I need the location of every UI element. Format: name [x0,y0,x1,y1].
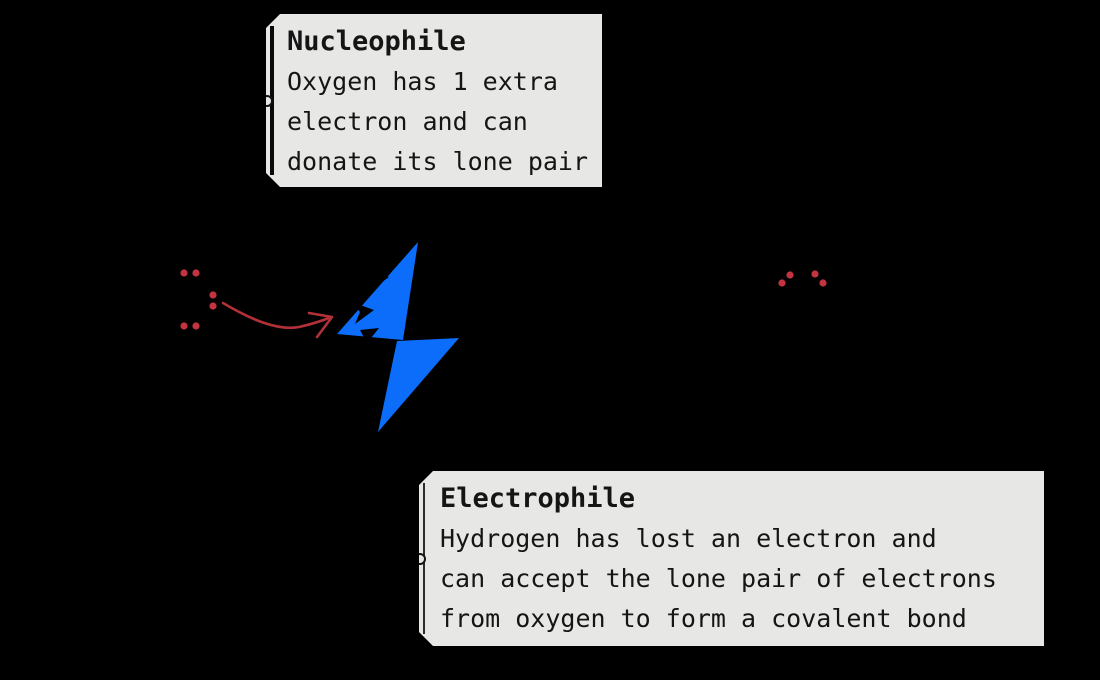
bolt-upper-triangle [337,242,418,340]
callout-line: Oxygen has 1 extra [287,67,558,96]
callout-line: can accept the lone pair of electrons [440,564,997,593]
callout-line: Hydrogen has lost an electron and [440,524,937,553]
lone-pair-dot [209,302,217,310]
callout-text: Nucleophile Oxygen has 1 extra electron … [266,14,602,190]
bolt-notch [352,302,374,324]
lone-pair-dot [180,269,188,277]
curly-arrow-shaft [221,301,333,330]
curly-arrow [221,301,334,339]
callout-line: electron and can [287,107,528,136]
callout-line: donate its lone pair [287,147,589,176]
callout-title: Electrophile [440,483,636,514]
lone-pair-dot [819,279,827,287]
product-lone-pairs [778,270,827,287]
lone-pair-dot [192,322,200,330]
lone-pair-dot [811,270,819,278]
lone-pair-dot [778,279,786,287]
bolt-lower-triangle [378,338,459,432]
bolt-notch [367,270,389,291]
water-lone-pairs [180,269,217,330]
callout-text: Electrophile Hydrogen has lost an electr… [419,471,1044,647]
lightning-bolt-icon [337,242,459,432]
nucleophile-callout: Nucleophile Oxygen has 1 extra electron … [266,14,602,187]
curly-arrow-head [307,311,334,339]
bolt-notch [360,328,379,343]
lone-pair-dot [192,269,200,277]
lone-pair-dot [786,271,794,279]
callout-line: from oxygen to form a covalent bond [440,604,967,633]
lone-pair-dot [180,322,188,330]
lone-pair-dot [209,291,217,299]
callout-title: Nucleophile [287,26,466,57]
electrophile-callout: Electrophile Hydrogen has lost an electr… [419,471,1044,646]
